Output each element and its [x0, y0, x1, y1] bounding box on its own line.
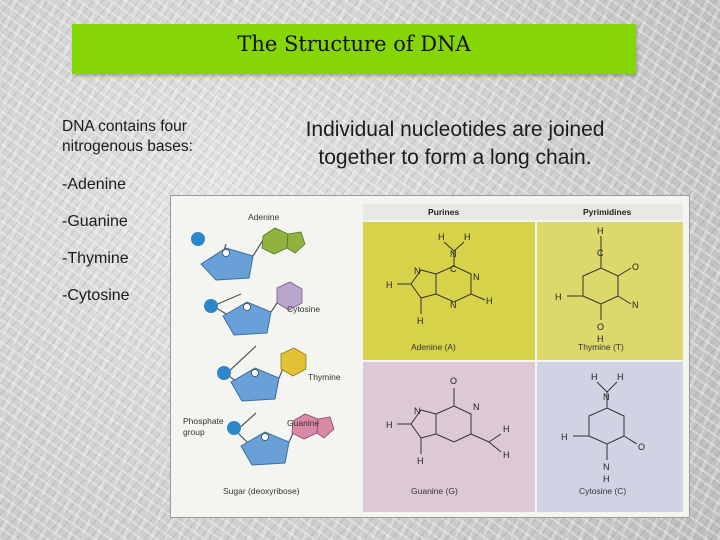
svg-text:N: N: [450, 249, 457, 259]
svg-text:H: H: [597, 334, 604, 344]
svg-text:O: O: [597, 322, 604, 332]
svg-text:H: H: [561, 432, 568, 442]
svg-text:N: N: [414, 406, 421, 416]
adenine-caption: Adenine (A): [411, 342, 456, 352]
svg-text:H: H: [597, 226, 604, 236]
svg-text:O: O: [632, 262, 639, 272]
sugar-oxygen-icon: [261, 433, 269, 441]
adenine-icon: [286, 231, 306, 254]
bases-intro: DNA contains four nitrogenous bases:: [62, 118, 193, 155]
svg-text:N: N: [473, 272, 480, 282]
title-bar: The Structure of DNA: [72, 24, 636, 74]
phosphate-icon: [191, 232, 205, 246]
svg-text:N: N: [632, 300, 639, 310]
svg-text:H: H: [555, 292, 562, 302]
thymine-caption: Thymine (T): [578, 342, 624, 352]
dna-figure-svg: Adenine Cytosine Thymine Guanine Phospha…: [183, 204, 683, 512]
slide-title: The Structure of DNA: [237, 32, 471, 56]
list-item: -Cytosine: [62, 287, 130, 304]
guanine-icon: [316, 416, 335, 439]
svg-text:H: H: [438, 232, 445, 242]
phosphate-label-line2: group: [183, 427, 205, 437]
chain-description: Individual nucleotides are joined togeth…: [305, 118, 605, 169]
list-item: -Thymine: [62, 250, 129, 267]
sugar-icon: [222, 301, 272, 336]
purines-header: Purines: [428, 207, 459, 217]
phosphate-icon: [217, 366, 231, 380]
svg-text:H: H: [503, 424, 510, 434]
bases-list: -Adenine -Guanine -Thymine -Cytosine: [62, 175, 272, 306]
phosphate-icon: [204, 299, 218, 313]
adenine-panel: [363, 222, 535, 360]
pyrimidines-header: Pyrimidines: [583, 207, 631, 217]
cytosine-icon: [276, 281, 303, 311]
svg-text:H: H: [464, 232, 471, 242]
cytosine-caption: Cytosine (C): [579, 486, 626, 496]
cytosine-panel: [537, 362, 683, 512]
svg-text:H: H: [591, 372, 598, 382]
svg-text:N: N: [603, 462, 610, 472]
adenine-strand-label: Adenine: [248, 212, 279, 222]
svg-text:C: C: [597, 248, 604, 258]
list-item: -Adenine: [62, 176, 127, 193]
bases-panel: DNA contains four nitrogenous bases: -Ad…: [62, 117, 272, 323]
base-structures: Purines Pyrimidines N H H C N H: [363, 204, 683, 512]
sugar-icon: [200, 247, 254, 281]
svg-text:H: H: [486, 296, 493, 306]
svg-text:N: N: [450, 300, 457, 310]
svg-text:O: O: [450, 376, 457, 386]
sugar-oxygen-icon: [222, 249, 230, 257]
sugar-oxygen-icon: [251, 369, 259, 377]
svg-text:N: N: [414, 266, 421, 276]
guanine-structure-icon: [397, 388, 502, 454]
nucleotide-strand: Adenine Cytosine Thymine Guanine Phospha…: [183, 212, 341, 496]
guanine-panel: [363, 362, 535, 512]
phosphate-icon: [227, 421, 241, 435]
svg-text:H: H: [386, 420, 393, 430]
adenine-structure-icon: [397, 241, 486, 314]
phosphate-label: Phosphate: [183, 416, 224, 426]
thymine-structure-icon: [567, 236, 632, 320]
thymine-strand-label: Thymine: [308, 372, 341, 382]
sugar-icon: [240, 431, 290, 466]
svg-text:O: O: [638, 442, 645, 452]
svg-text:N: N: [473, 402, 480, 412]
svg-text:H: H: [603, 474, 610, 484]
guanine-strand-label: Guanine: [287, 418, 319, 428]
sugar-oxygen-icon: [243, 303, 251, 311]
list-item: -Guanine: [62, 213, 128, 230]
svg-text:H: H: [617, 372, 624, 382]
guanine-caption: Guanine (G): [411, 486, 458, 496]
thymine-icon: [280, 347, 307, 377]
cytosine-structure-icon: [573, 381, 638, 460]
adenine-icon: [261, 227, 289, 255]
cytosine-strand-label: Cytosine: [287, 304, 320, 314]
svg-text:H: H: [386, 280, 393, 290]
svg-text:H: H: [417, 456, 424, 466]
sugar-icon: [230, 367, 280, 402]
svg-text:N: N: [603, 392, 610, 402]
svg-text:C: C: [450, 264, 457, 274]
sugar-label: Sugar (deoxyribose): [223, 486, 300, 496]
svg-text:H: H: [503, 450, 510, 460]
dna-figure: Adenine Cytosine Thymine Guanine Phospha…: [170, 195, 690, 518]
thymine-panel: [537, 222, 683, 360]
svg-text:H: H: [417, 316, 424, 326]
